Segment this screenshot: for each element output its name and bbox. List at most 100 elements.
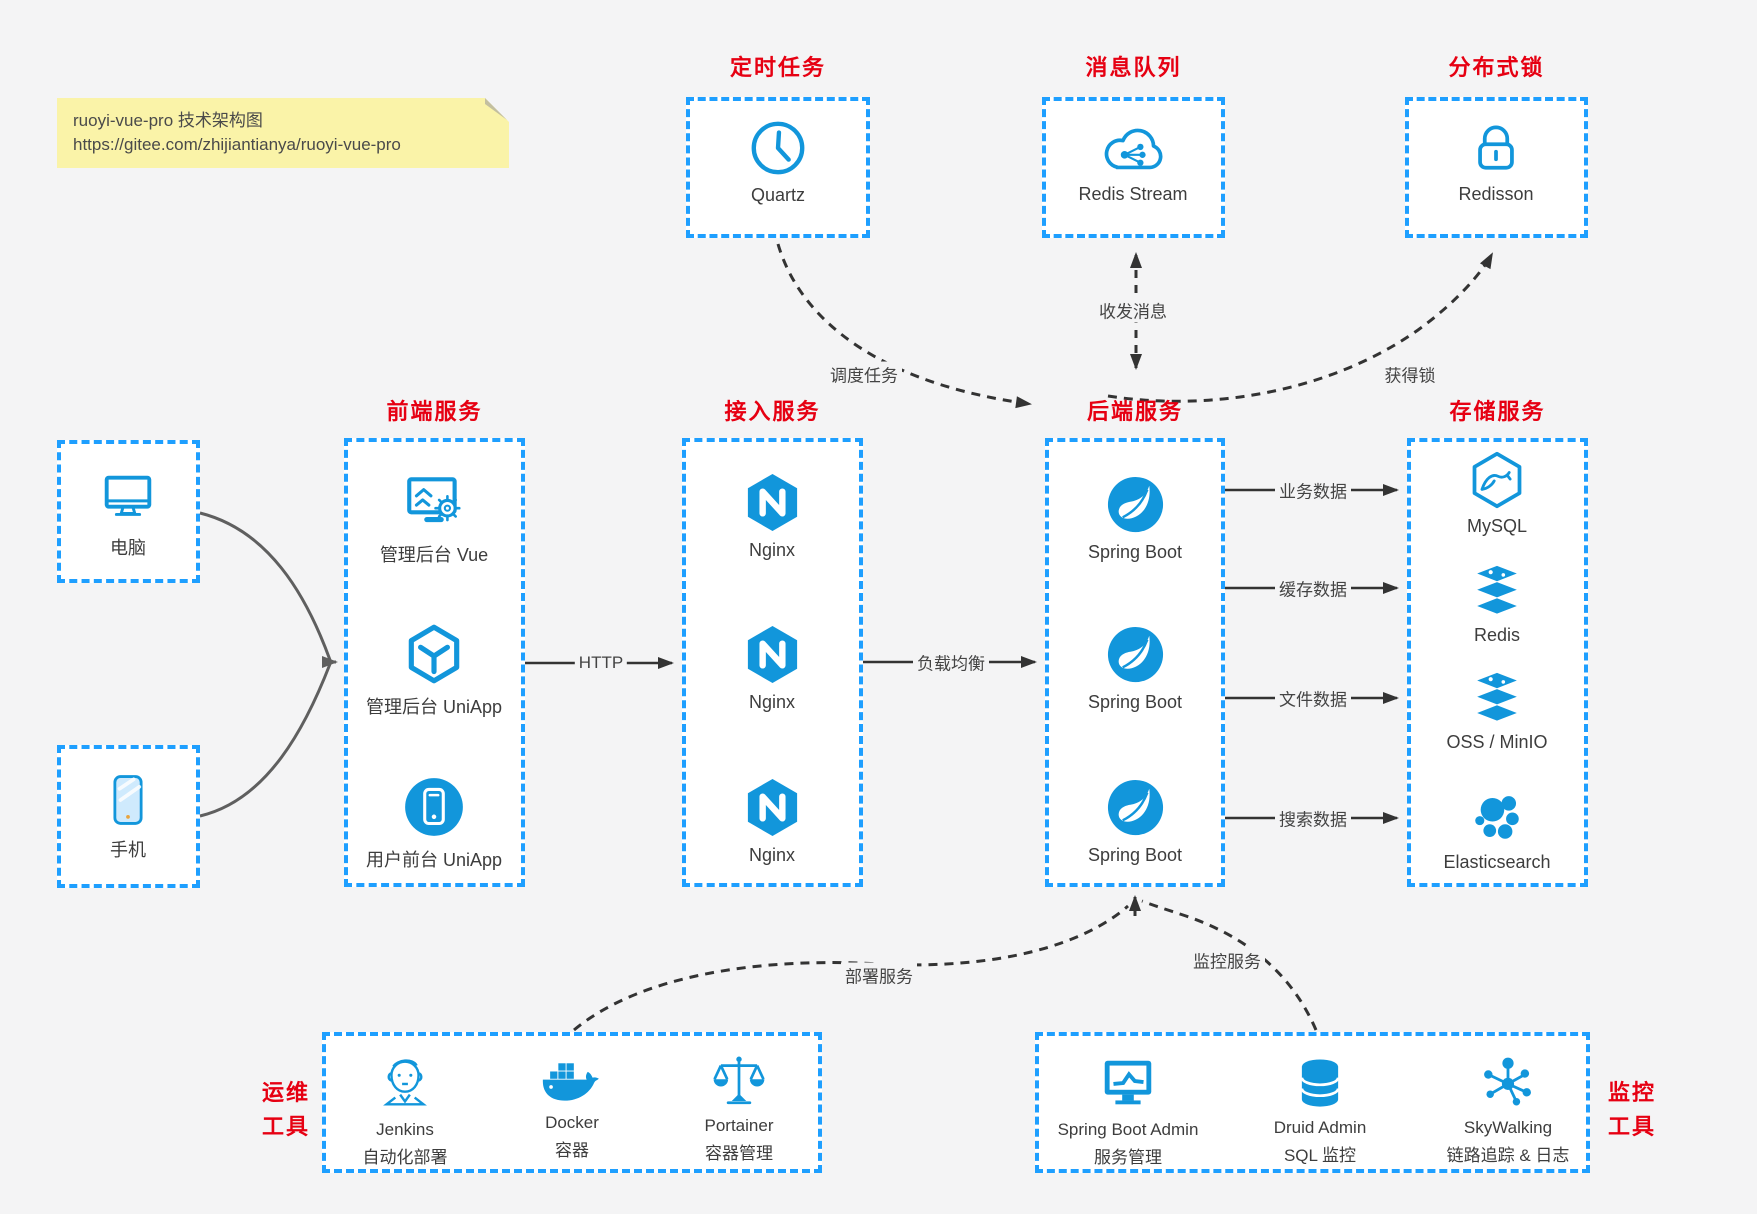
label-load-balance: 负载均衡 [913, 649, 989, 675]
title-backend: 后端服务 [1086, 399, 1183, 424]
redisson-label: Redisson [1458, 184, 1534, 204]
note-url: https://gitee.com/zhijiantianya/ruoyi-vu… [73, 135, 401, 154]
title-scheduler: 定时任务 [729, 55, 826, 80]
node-spring-boot-2: Spring Boot [1040, 623, 1230, 713]
redis-stream-label: Redis Stream [1078, 184, 1188, 204]
mobile-box [57, 745, 200, 888]
node-docker: Docker 容器 [477, 1056, 667, 1161]
phone-icon [113, 775, 143, 825]
node-spring-boot-3: Spring Boot [1040, 776, 1230, 866]
mysql-icon [1472, 451, 1522, 509]
spring-boot-icon [1107, 476, 1163, 533]
label-acquire-lock: 获得锁 [1380, 361, 1440, 387]
nginx-label: Nginx [748, 845, 796, 865]
docker-icon [542, 1063, 599, 1101]
spring-boot-label: Spring Boot [1087, 845, 1183, 865]
sticky-note: ruoyi-vue-pro 技术架构图 https://gitee.com/zh… [57, 98, 509, 168]
druid-admin-desc: SQL 监控 [1283, 1146, 1357, 1165]
admin-screen-gear-icon [407, 477, 461, 523]
title-gateway: 接入服务 [724, 399, 821, 424]
docker-name: Docker [545, 1113, 599, 1132]
user-uniapp-label: 用户前台 UniApp [365, 850, 503, 870]
spring-boot-icon [1107, 779, 1163, 836]
node-mobile: 手机 [33, 770, 223, 862]
nginx-icon [747, 778, 797, 837]
node-druid-admin: Druid Admin SQL 监控 [1225, 1054, 1415, 1166]
admin-vue-label: 管理后台 Vue [379, 545, 489, 565]
oss-minio-label: OSS / MinIO [1446, 732, 1548, 752]
node-admin-vue: 管理后台 Vue [339, 469, 529, 567]
pc-box [57, 440, 200, 583]
node-redis: Redis [1402, 565, 1592, 646]
node-jenkins: Jenkins 自动化部署 [310, 1052, 500, 1168]
trace-network-icon [1484, 1057, 1531, 1106]
jenkins-desc: 自动化部署 [362, 1148, 448, 1167]
elasticsearch-icon [1475, 796, 1519, 839]
portainer-name: Portainer [704, 1116, 774, 1135]
spring-boot-label: Spring Boot [1087, 692, 1183, 712]
node-quartz: Quartz [683, 117, 873, 206]
node-spring-boot-1: Spring Boot [1040, 473, 1230, 563]
quartz-label: Quartz [750, 185, 806, 205]
note-fold-corner-icon [485, 98, 509, 122]
redis-stack-icon [1477, 565, 1517, 614]
spring-boot-label: Spring Boot [1087, 542, 1183, 562]
scheduler-box [686, 97, 870, 238]
title-ops-line1: 运维 [261, 1080, 310, 1105]
node-portainer: Portainer 容器管理 [644, 1052, 834, 1164]
admin-uniapp-label: 管理后台 UniApp [365, 697, 503, 717]
title-monitor-line1: 监控 [1607, 1080, 1656, 1105]
cloud-message-icon [1104, 128, 1163, 170]
title-storage: 存储服务 [1449, 399, 1546, 424]
mobile-label: 手机 [110, 840, 146, 860]
node-elasticsearch: Elasticsearch [1402, 788, 1592, 873]
monitor-chart-icon [1104, 1060, 1152, 1105]
label-http: HTTP [574, 653, 628, 673]
label-deploy-service: 部署服务 [841, 962, 917, 988]
nginx-label: Nginx [748, 692, 796, 712]
node-oss-minio: OSS / MinIO [1402, 672, 1592, 753]
title-monitor-tools: 监控 工具 [1596, 1076, 1668, 1144]
node-admin-uniapp: 管理后台 UniApp [339, 621, 529, 719]
node-nginx-2: Nginx [677, 623, 867, 713]
druid-admin-name: Druid Admin [1273, 1118, 1367, 1137]
title-monitor-line2: 工具 [1607, 1114, 1656, 1139]
node-pc: 电脑 [33, 466, 223, 560]
database-icon [1300, 1059, 1340, 1107]
mysql-label: MySQL [1466, 516, 1527, 536]
docker-desc: 容器 [555, 1141, 589, 1160]
title-ops-tools: 运维 工具 [250, 1076, 322, 1144]
cube-icon [408, 624, 460, 684]
node-nginx-3: Nginx [677, 776, 867, 866]
label-business-data: 业务数据 [1275, 477, 1351, 503]
title-lock: 分布式锁 [1448, 55, 1545, 80]
nginx-icon [747, 473, 797, 532]
node-redis-stream: Redis Stream [1038, 119, 1228, 205]
label-dispatch-task: 调度任务 [826, 361, 902, 387]
jenkins-icon [383, 1059, 427, 1106]
redis-label: Redis [1473, 625, 1521, 645]
title-frontend: 前端服务 [386, 399, 483, 424]
node-skywalking: SkyWalking 链路追踪 & 日志 [1413, 1052, 1603, 1166]
skywalking-desc: 链路追踪 & 日志 [1446, 1146, 1570, 1165]
jenkins-name: Jenkins [376, 1120, 434, 1139]
title-ops-line2: 工具 [261, 1114, 310, 1139]
node-spring-boot-admin: Spring Boot Admin 服务管理 [1033, 1052, 1223, 1168]
node-user-uniapp: 用户前台 UniApp [339, 774, 529, 872]
nginx-label: Nginx [748, 540, 796, 560]
spring-boot-admin-name: Spring Boot Admin [1057, 1120, 1199, 1139]
desktop-icon [104, 475, 152, 516]
label-search-data: 搜索数据 [1275, 805, 1351, 831]
elasticsearch-label: Elasticsearch [1443, 852, 1551, 872]
pc-label: 电脑 [110, 538, 146, 558]
scales-icon [713, 1056, 765, 1105]
node-mysql: MySQL [1402, 450, 1592, 537]
clock-icon [751, 121, 805, 175]
note-title: ruoyi-vue-pro 技术架构图 [73, 111, 263, 130]
object-storage-stack-icon [1477, 672, 1517, 721]
label-monitor-service: 监控服务 [1189, 947, 1265, 973]
portainer-desc: 容器管理 [705, 1144, 773, 1163]
skywalking-name: SkyWalking [1463, 1118, 1553, 1137]
spring-boot-icon [1107, 626, 1163, 683]
